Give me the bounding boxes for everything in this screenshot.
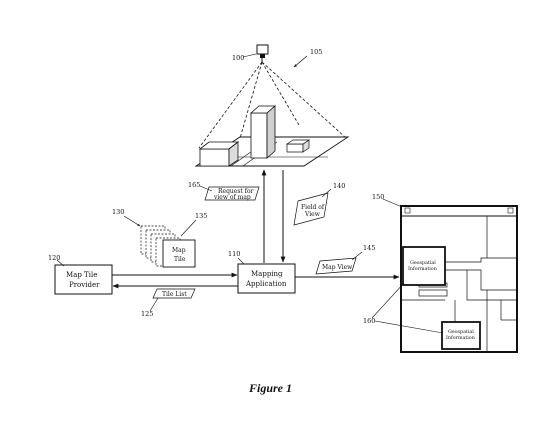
map-tile-label-line2: Tile — [174, 256, 186, 263]
map-view-label: Map View — [322, 264, 353, 271]
arrow-105 — [293, 55, 308, 68]
ref-140: 140 — [333, 182, 345, 190]
mapping-application-box — [237, 263, 296, 294]
leader-160-bottom — [374, 320, 444, 334]
building-low — [198, 141, 240, 167]
ref-150: 150 — [372, 193, 384, 201]
request-label-line1: Request for — [218, 188, 254, 195]
fov-label-parallelogram — [293, 192, 329, 226]
building-tall — [249, 105, 277, 159]
geo-info-top-line1: Geospatial — [410, 260, 436, 266]
figure-caption: Figure 1 — [248, 381, 292, 395]
geo-info-bottom-line2: Information — [446, 335, 475, 341]
display-window — [400, 205, 518, 353]
ref-135: 135 — [195, 212, 207, 220]
leader-100 — [242, 53, 257, 58]
provider-label-line1: Map Tile — [66, 271, 97, 279]
ref-120: 120 — [48, 254, 60, 262]
fov-label-line2: View — [304, 211, 321, 218]
mapping-app-label-line2: Application — [245, 280, 287, 288]
geo-info-bottom-line1: Geospatial — [448, 329, 474, 335]
ref-105: 105 — [310, 48, 322, 56]
geo-info-box-bottom — [441, 321, 481, 350]
geo-info-box-top — [402, 246, 446, 286]
ref-130: 130 — [112, 208, 124, 216]
ref-165: 165 — [188, 181, 200, 189]
map-tile-label-line1: Map — [172, 247, 186, 254]
provider-label-line2: Provider — [69, 281, 100, 289]
request-label-parallelogram — [204, 186, 260, 201]
ref-160: 160 — [363, 317, 375, 325]
leader-160-top — [371, 282, 405, 319]
building-small — [285, 139, 311, 153]
request-label-line2: view of map — [213, 194, 251, 201]
tile-list-label-parallelogram — [152, 288, 196, 299]
tile-list-label: Tile List — [162, 291, 187, 298]
ref-110: 110 — [228, 250, 240, 258]
mapping-app-label-line1: Mapping — [251, 270, 283, 278]
arrow-130 — [123, 215, 141, 227]
camera-icon — [256, 44, 269, 62]
map-tile-stack — [140, 225, 196, 268]
ref-145: 145 — [363, 244, 375, 252]
ref-125: 125 — [141, 310, 153, 318]
geo-info-top-line2: Information — [408, 266, 437, 272]
map-view-label-parallelogram — [315, 257, 357, 275]
ref-100: 100 — [232, 54, 244, 62]
fov-label-line1: Field of — [301, 204, 325, 211]
map-tile-provider-box — [54, 264, 113, 295]
